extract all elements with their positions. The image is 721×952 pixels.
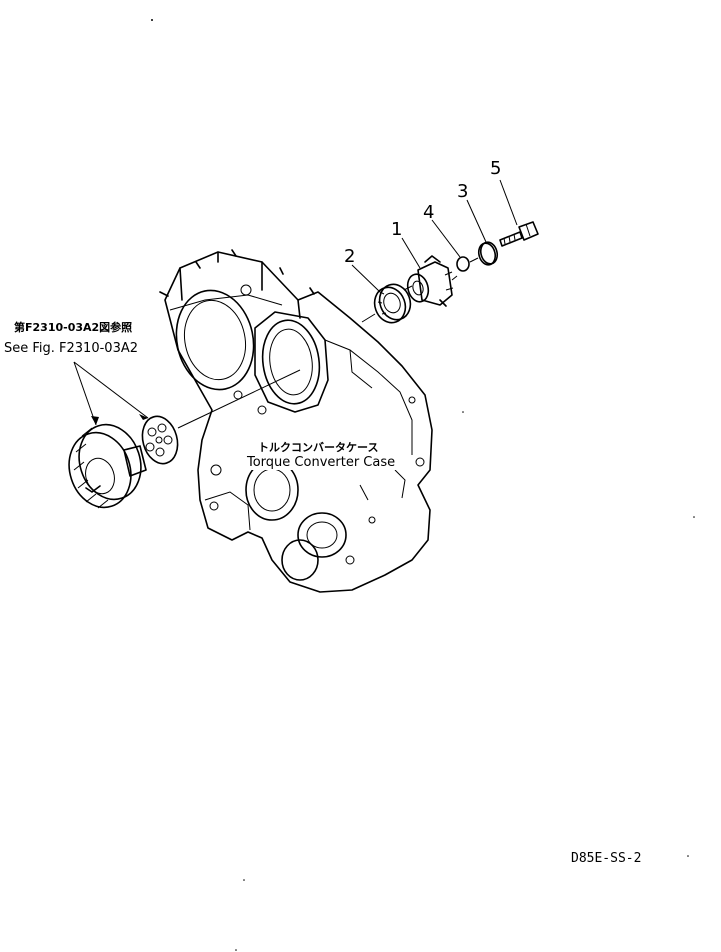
part-5-bolt xyxy=(499,221,539,247)
leader-5 xyxy=(499,179,518,226)
leader-to-plate xyxy=(73,361,149,419)
speck xyxy=(693,516,695,518)
leader-4 xyxy=(431,219,461,258)
parts-right xyxy=(361,221,539,324)
part-3-washer xyxy=(477,241,499,266)
speck xyxy=(687,855,689,857)
callout-2: 2 xyxy=(344,246,355,267)
speck xyxy=(151,19,153,21)
case-label-backdrop xyxy=(244,438,408,470)
speck xyxy=(243,879,245,881)
callout-4: 4 xyxy=(423,202,434,223)
assembly-centerline xyxy=(177,369,301,429)
planetary-carrier-assembly xyxy=(68,415,179,509)
reference-label-en: See Fig. F2310-03A2 xyxy=(4,341,138,356)
arrowhead-icon xyxy=(139,414,148,420)
leader-to-ring-gear xyxy=(73,361,97,426)
callout-5: 5 xyxy=(490,158,501,179)
callout-3: 3 xyxy=(457,181,468,202)
case-label-en: Torque Converter Case xyxy=(246,455,395,470)
callout-1: 1 xyxy=(391,219,402,240)
leader-2 xyxy=(351,264,381,293)
speck xyxy=(462,411,464,413)
torque-converter-case xyxy=(159,249,433,593)
drawing-code: D85E-SS-2 xyxy=(571,851,641,866)
arrowhead-icon xyxy=(91,416,99,425)
part-2-bearing xyxy=(373,283,412,324)
leader-1 xyxy=(401,237,421,269)
leader-3 xyxy=(466,199,487,243)
reference-label-jp: 第F2310-03A2図参照 xyxy=(14,320,132,334)
speck xyxy=(235,949,237,951)
part-4-o-ring xyxy=(456,256,470,272)
case-label-jp: トルクコンバータケース xyxy=(258,441,378,454)
part-1-retainer xyxy=(406,255,454,307)
